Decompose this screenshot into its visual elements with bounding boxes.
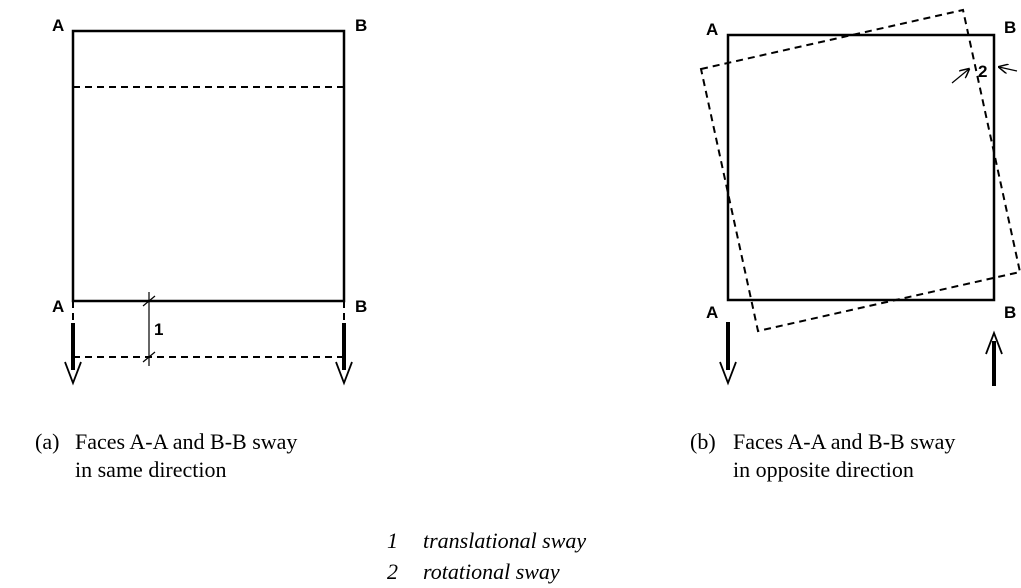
legend-key: 1 <box>387 528 398 553</box>
legend-text: translational sway <box>423 528 586 553</box>
panel-b-dimension-arrow-right <box>999 67 1018 71</box>
panel-a-dimension-label: 1 <box>154 320 163 339</box>
panel-a-caption-line1: Faces A-A and B-B sway <box>75 429 297 454</box>
panel-a-label-top-right: B <box>355 16 367 35</box>
panel-b-rotational: 2 A B A B (b) Faces A-A and B-B sway in … <box>690 8 1021 482</box>
panel-a-arrow-right <box>335 323 353 386</box>
panel-b-caption-line1: Faces A-A and B-B sway <box>733 429 955 454</box>
panel-a-label-top-left: A <box>52 16 64 35</box>
panel-a-label-bottom-left: A <box>52 297 64 316</box>
panel-b-label-top-right: B <box>1004 18 1016 37</box>
panel-a-caption-marker: (a) <box>35 429 59 454</box>
panel-a-caption-line2: in same direction <box>75 457 227 482</box>
legend-key: 2 <box>387 559 398 584</box>
panel-b-arrow-up-right <box>985 330 1003 386</box>
panel-a-original-square <box>71 29 346 303</box>
panel-b-dimension-arrow-left <box>951 69 969 84</box>
panel-b-caption-line2: in opposite direction <box>733 457 914 482</box>
panel-a-dimension-tick-top <box>142 295 156 307</box>
panel-a-arrow-left <box>64 323 82 386</box>
panel-b-dimension-label: 2 <box>978 62 987 81</box>
panel-a-label-bottom-right: B <box>355 297 367 316</box>
panel-b-label-bottom-left: A <box>706 303 718 322</box>
panel-b-label-bottom-right: B <box>1004 303 1016 322</box>
panel-a-translational: 1 A B A B (a) Faces A-A and B-B sway in … <box>35 16 367 482</box>
panel-b-caption-marker: (b) <box>690 429 716 454</box>
legend-text: rotational sway <box>423 559 560 584</box>
panel-b-original-square <box>726 33 996 302</box>
panel-b-arrow-down-left <box>719 322 737 386</box>
panel-b-rotated-square <box>699 8 1021 333</box>
panel-a-dimension-tick-bottom <box>142 351 156 363</box>
legend: 1 translational sway 2 rotational sway <box>387 528 586 584</box>
panel-b-label-top-left: A <box>706 20 718 39</box>
